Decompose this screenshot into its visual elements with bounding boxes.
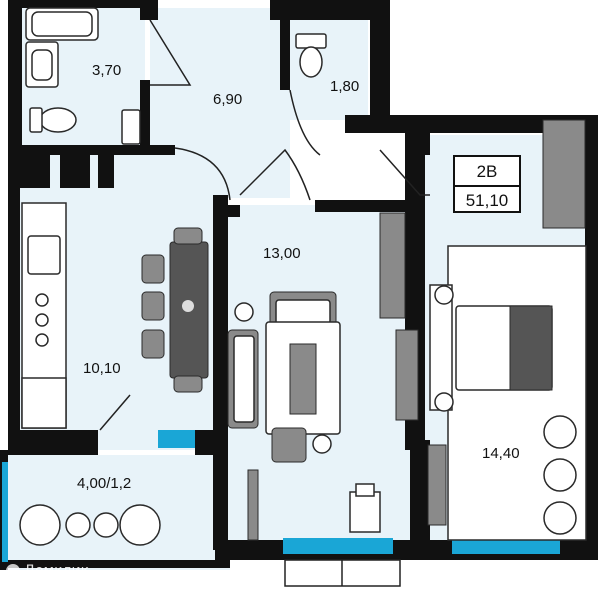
balcony-area-label: 4,00/1,2 — [77, 475, 131, 492]
bedroom-furniture — [427, 119, 587, 541]
bathroom-fixtures — [25, 7, 141, 145]
kitchen-area-label: 10,10 — [83, 360, 121, 377]
watermark-logo-icon — [6, 564, 20, 578]
watermark: Домклик — [6, 563, 89, 579]
toilet-fixture — [295, 33, 327, 78]
door-swings — [99, 19, 430, 431]
hallway-area-label: 6,90 — [213, 91, 242, 108]
kitchen-counter — [21, 202, 67, 429]
windows — [2, 430, 560, 562]
living-furniture — [227, 212, 419, 541]
dining-table — [141, 227, 209, 393]
bathroom-area-label: 3,70 — [92, 62, 121, 79]
living-area-label: 13,00 — [263, 245, 301, 262]
balcony-furniture — [19, 504, 161, 546]
watermark-text: Домклик — [24, 563, 90, 579]
toilet-area-label: 1,80 — [330, 78, 359, 95]
apartment-total-area: 51,10 — [466, 191, 509, 210]
balcony-rail — [284, 559, 401, 587]
area-badge: 2В 51,10 — [453, 155, 521, 213]
apartment-type: 2В — [477, 162, 498, 181]
bedroom-area-label: 14,40 — [482, 445, 520, 462]
